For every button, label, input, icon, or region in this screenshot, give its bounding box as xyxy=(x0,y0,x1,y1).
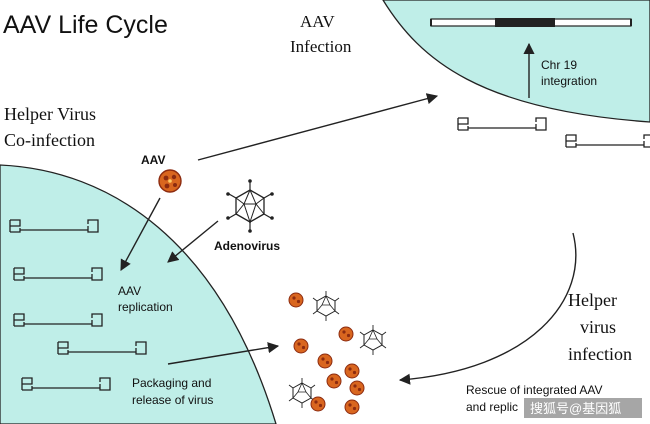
packaging-label-line1: Packaging and xyxy=(132,376,211,390)
chromosome-19 xyxy=(430,18,632,27)
helper-coinfection-label-line2: Co-infection xyxy=(4,130,95,150)
chr19-label-line1: Chr 19 xyxy=(541,58,577,72)
watermark-bg xyxy=(524,398,642,418)
diagram-title: AAV Life Cycle xyxy=(3,11,168,39)
aav-label: AAV xyxy=(141,153,165,167)
aav-infection-label-line1: AAV xyxy=(300,12,335,31)
aav-replication-label-line2: replication xyxy=(118,300,173,314)
arrow-packaging-release xyxy=(167,342,280,365)
rescue-label-line1: Rescue of integrated AAV xyxy=(466,383,603,397)
watermark: 搜狐号@基因狐 xyxy=(530,401,621,416)
infected-cell-right xyxy=(382,0,650,123)
arrow-aav-to-replication xyxy=(120,197,161,271)
released-virus-cluster xyxy=(288,290,387,415)
episomal-genome-2 xyxy=(565,134,650,148)
helper-coinfection-label-line1: Helper Virus xyxy=(4,104,96,124)
aav-infection-label-line2: Infection xyxy=(290,37,352,56)
arrow-helper-infection-rescue xyxy=(398,232,577,385)
rescue-label-line2: and replic xyxy=(466,400,518,414)
chr19-label-line2: integration xyxy=(541,74,597,88)
arrow-aav-to-infection xyxy=(197,93,439,161)
aav-particle xyxy=(158,169,182,193)
packaging-label-line2: release of virus xyxy=(132,393,213,407)
helper-infection-label-line1: Helper xyxy=(568,290,617,310)
adenovirus-label: Adenovirus xyxy=(214,239,280,253)
arrow-adeno-to-replication xyxy=(167,220,219,263)
helper-infection-label-line2: virus xyxy=(580,317,616,337)
aav-replication-label-line1: AAV xyxy=(118,284,141,298)
episomal-genome-1 xyxy=(457,117,547,131)
adenovirus-particle xyxy=(225,178,275,234)
helper-infection-label-line3: infection xyxy=(568,344,632,364)
